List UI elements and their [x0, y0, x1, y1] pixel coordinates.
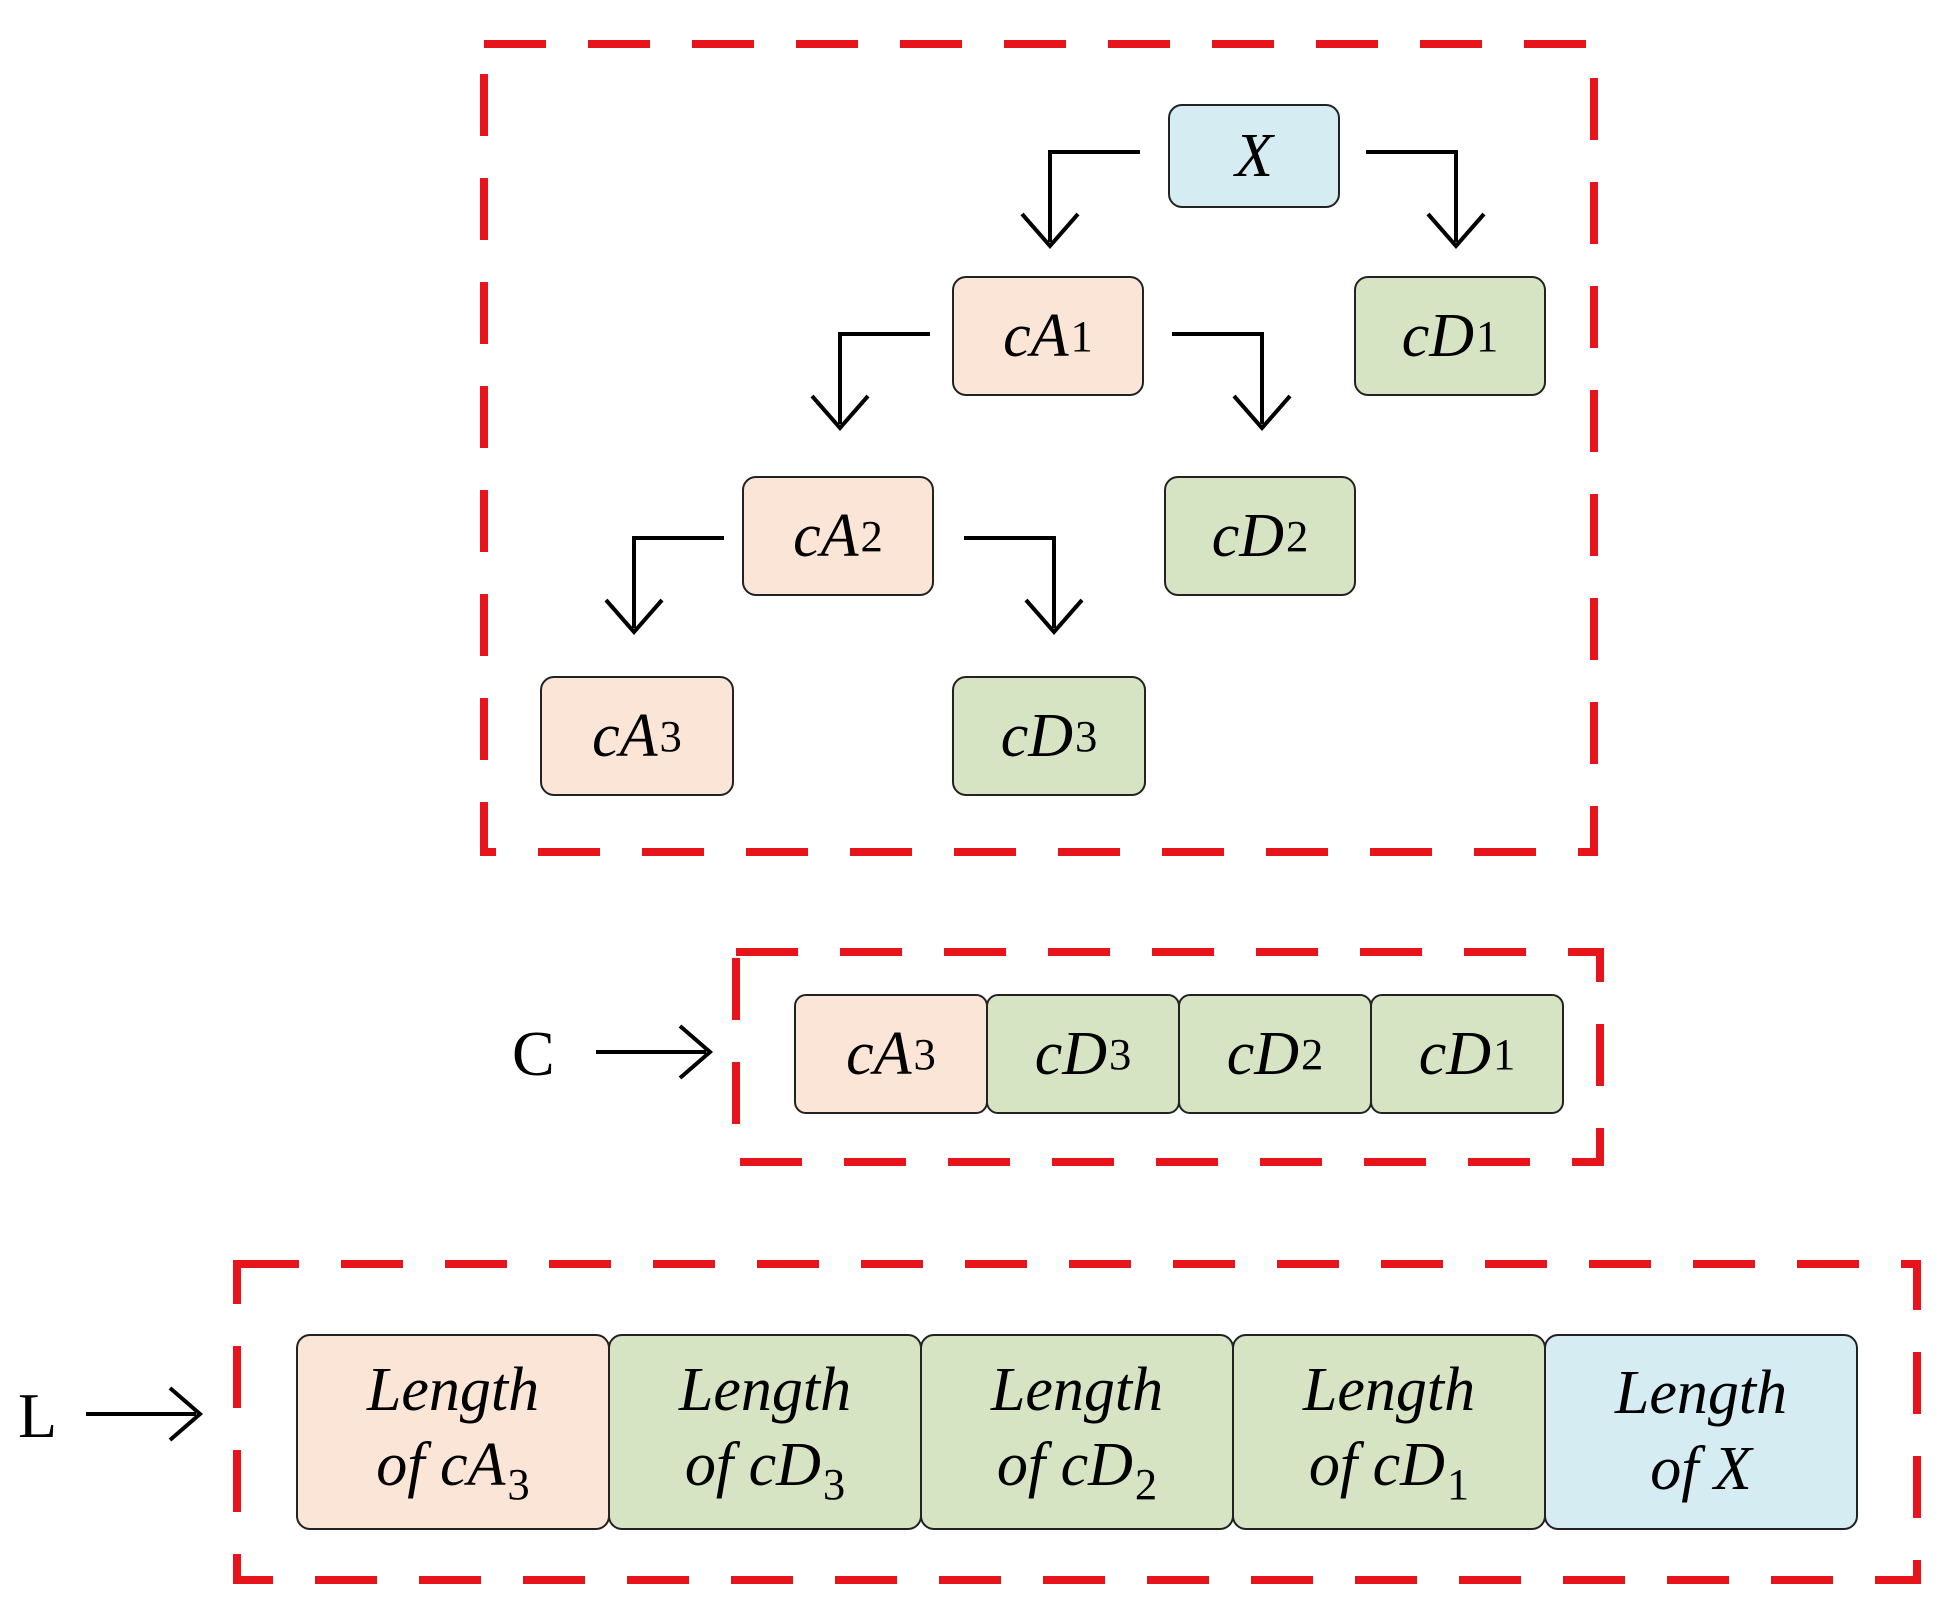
l-cell-cd2: Length of cD2 — [920, 1334, 1234, 1530]
c-cell-ca3-label: cA — [846, 1020, 912, 1088]
l-cell-x: Length of X — [1544, 1334, 1858, 1530]
arrow-ca2-to-ca3 — [604, 536, 724, 636]
node-cd2-sub: 2 — [1285, 510, 1309, 561]
l-cell-cd3-line2: of cD3 — [685, 1428, 845, 1511]
l-cell-x-line1: Length — [1614, 1359, 1788, 1428]
l-cell-cd1-line2: of cD1 — [1309, 1428, 1469, 1511]
c-cell-ca3-sub: 3 — [913, 1028, 936, 1079]
node-ca2-sub: 2 — [860, 510, 883, 561]
arrow-x-to-ca1 — [1020, 150, 1140, 250]
node-ca3-sub: 3 — [659, 710, 682, 761]
l-cell-ca3: Length of cA3 — [296, 1334, 610, 1530]
c-cell-cd2-label: cD — [1226, 1020, 1299, 1088]
l-cell-cd3-base: cD — [748, 1431, 821, 1500]
c-vector-frame — [732, 948, 1604, 1166]
c-cell-cd3-label: cD — [1034, 1020, 1107, 1088]
c-cell-cd1-sub: 1 — [1492, 1028, 1516, 1079]
l-cell-cd3-prefix: of — [684, 1431, 749, 1500]
arrow-ca1-to-cd2 — [1172, 332, 1292, 432]
l-cell-x-base: X — [1713, 1435, 1752, 1503]
node-x: X — [1168, 104, 1340, 208]
tree-frame — [480, 40, 1598, 856]
node-cd1-sub: 1 — [1475, 310, 1499, 361]
l-cell-cd2-line1: Length — [990, 1355, 1164, 1424]
node-cd3-label: cD — [1000, 702, 1073, 770]
l-cell-cd2-line2: of cD2 — [997, 1428, 1157, 1511]
arrow-x-to-cd1 — [1366, 150, 1486, 250]
l-cell-ca3-base: cA — [440, 1431, 506, 1500]
node-cd1-label: cD — [1401, 302, 1474, 370]
l-cell-ca3-line2: of cA3 — [376, 1428, 529, 1511]
l-cell-cd2-base: cD — [1060, 1431, 1133, 1500]
l-cell-x-prefix: of — [1650, 1435, 1714, 1503]
c-vector-label: C — [512, 1018, 555, 1089]
l-cell-ca3-sub: 3 — [507, 1458, 530, 1509]
l-vector-label: L — [18, 1380, 58, 1451]
c-cell-cd1-label: cD — [1418, 1020, 1491, 1088]
node-ca1-label: cA — [1003, 302, 1069, 370]
l-cell-cd3: Length of cD3 — [608, 1334, 922, 1530]
l-arrow — [86, 1386, 204, 1442]
l-cell-x-line2: of X — [1650, 1432, 1752, 1508]
l-cell-cd1: Length of cD1 — [1232, 1334, 1546, 1530]
l-cell-cd3-sub: 3 — [822, 1458, 846, 1509]
node-x-label: X — [1235, 122, 1273, 190]
l-cell-ca3-line1: Length — [366, 1355, 540, 1424]
l-cell-cd1-base: cD — [1372, 1431, 1445, 1500]
node-ca1-sub: 1 — [1070, 310, 1093, 361]
arrow-ca2-to-cd3 — [964, 536, 1084, 636]
l-cell-cd1-line1: Length — [1302, 1355, 1476, 1424]
l-cell-cd2-sub: 2 — [1134, 1458, 1158, 1509]
l-cell-cd2-prefix: of — [996, 1431, 1061, 1500]
l-cell-cd1-prefix: of — [1308, 1431, 1373, 1500]
l-vector-frame — [233, 1260, 1921, 1584]
node-cd2-label: cD — [1211, 502, 1284, 570]
c-arrow — [596, 1024, 714, 1080]
node-ca2-label: cA — [793, 502, 859, 570]
l-cell-cd1-sub: 1 — [1446, 1458, 1470, 1509]
c-cell-cd3-sub: 3 — [1108, 1028, 1132, 1079]
node-ca3-label: cA — [592, 702, 658, 770]
node-cd3-sub: 3 — [1074, 710, 1098, 761]
arrow-ca1-to-ca2 — [810, 332, 930, 432]
c-cell-cd2-sub: 2 — [1300, 1028, 1324, 1079]
l-cell-ca3-prefix: of — [376, 1431, 441, 1500]
l-cell-cd3-line1: Length — [678, 1355, 852, 1424]
